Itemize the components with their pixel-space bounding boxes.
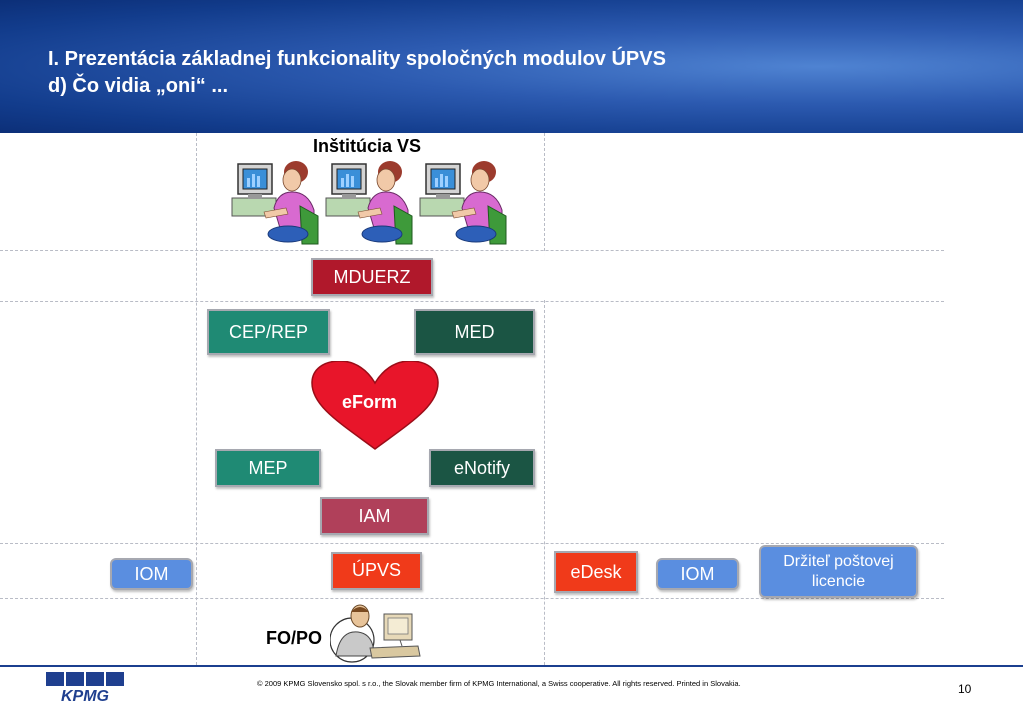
module-cep-rep: CEP/REP bbox=[207, 309, 330, 355]
module-iom-right: IOM bbox=[656, 558, 739, 590]
businessman-icon bbox=[330, 604, 421, 663]
copyright-text: © 2009 KPMG Slovensko spol. s r.o., the … bbox=[257, 679, 741, 688]
postal-license-line-2: licencie bbox=[811, 572, 866, 590]
clerk-workstation-icon bbox=[231, 161, 319, 245]
slide-title: I. Prezentácia základnej funkcionality s… bbox=[48, 46, 666, 100]
postal-license-line-1: Držiteľ poštovej bbox=[783, 552, 894, 570]
grid-line-horizontal-1 bbox=[0, 250, 944, 251]
postal-license-holder: Držiteľ poštovej licencie bbox=[759, 545, 918, 598]
grid-line-vertical-3 bbox=[544, 300, 545, 665]
module-mduerz: MDUERZ bbox=[311, 258, 433, 296]
eform-heart-icon bbox=[311, 361, 439, 450]
institution-label: Inštitúcia VS bbox=[313, 136, 422, 156]
footer-divider bbox=[0, 665, 1023, 667]
fo-po-label: FO/PO bbox=[266, 628, 323, 648]
grid-line-horizontal-4 bbox=[0, 598, 944, 599]
module-edesk: eDesk bbox=[554, 551, 638, 593]
kpmg-logo-text: KPMG bbox=[61, 688, 109, 704]
title-line-2: d) Čo vidia „oni“ ... bbox=[48, 75, 228, 97]
clerk-workstation-icon bbox=[325, 161, 413, 245]
page-number: 10 bbox=[958, 682, 972, 696]
grid-line-vertical-1 bbox=[196, 133, 197, 665]
module-eform: eForm bbox=[342, 392, 398, 412]
module-enotify: eNotify bbox=[429, 449, 535, 487]
module-med: MED bbox=[414, 309, 535, 355]
clerk-workstation-icon bbox=[419, 161, 507, 245]
module-upvs: ÚPVS bbox=[331, 552, 422, 590]
kpmg-logo: KPMG bbox=[46, 672, 124, 704]
grid-line-vertical-2 bbox=[544, 133, 545, 251]
header-banner bbox=[0, 0, 1023, 133]
module-iom-left: IOM bbox=[110, 558, 193, 590]
title-line-1: I. Prezentácia základnej funkcionality s… bbox=[48, 48, 666, 70]
module-mep: MEP bbox=[215, 449, 321, 487]
grid-line-horizontal-2 bbox=[0, 301, 944, 302]
grid-line-horizontal-3 bbox=[0, 543, 944, 544]
module-iam: IAM bbox=[320, 497, 429, 535]
